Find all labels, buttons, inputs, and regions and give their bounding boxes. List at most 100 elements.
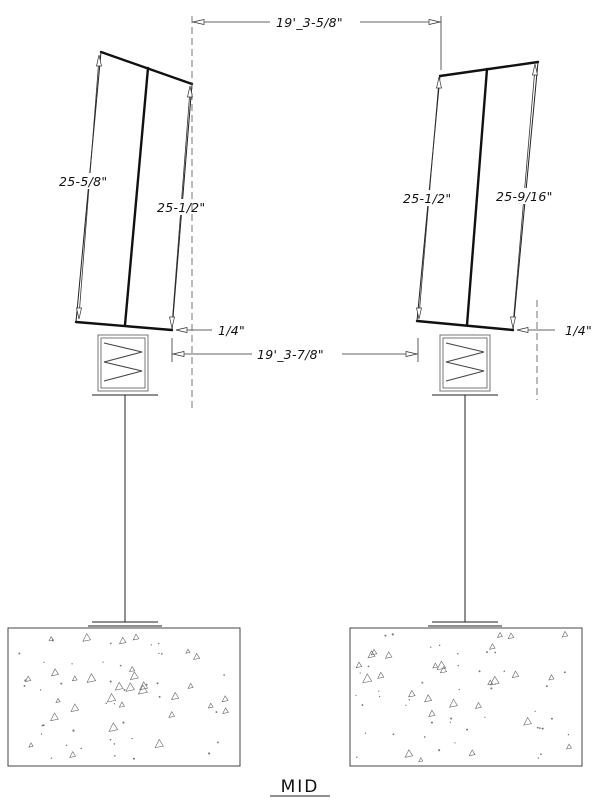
aggregate-triangle: [404, 749, 414, 758]
aggregate-triangle: [154, 738, 164, 749]
aggregate-dot: [457, 664, 460, 667]
left-footing: [7, 627, 241, 767]
right-inner-dimension-mask: [400, 190, 460, 206]
left-offset-label: 1/4": [218, 323, 245, 338]
left-footing-outline: [7, 627, 241, 767]
aggregate-dot: [449, 721, 451, 723]
aggregate-triangle: [207, 702, 214, 709]
right-footing: [349, 627, 583, 767]
aggregate-triangle: [474, 701, 482, 709]
aggregate-triangle: [384, 651, 393, 659]
aggregate-dot: [40, 733, 43, 735]
aggregate-dot: [384, 634, 387, 637]
right-panel-bottom-edge: [415, 319, 515, 332]
aggregate-dot: [71, 663, 73, 665]
aggregate-triangle: [566, 743, 572, 750]
aggregate-dot: [223, 674, 225, 676]
aggregate-dot: [355, 694, 357, 696]
aggregate-dot: [536, 726, 539, 729]
right-offset-label: 1/4": [565, 323, 592, 338]
aggregate-dot: [18, 652, 21, 655]
aggregate-dot: [43, 661, 45, 663]
aggregate-dot: [23, 685, 26, 687]
aggregate-dot: [132, 757, 135, 760]
left-outer-dimension-label: 25-5/8": [59, 174, 107, 189]
aggregate-triangle: [221, 695, 229, 703]
right-outer-dimension-label: 25-9/16": [496, 189, 553, 204]
right-offset-arrow: [516, 327, 529, 333]
left-offset-arrow: [175, 327, 188, 333]
aggregate-dot: [466, 728, 469, 731]
aggregate-dot: [405, 704, 407, 706]
aggregate-dot: [430, 721, 433, 724]
aggregate-triangle: [468, 749, 476, 757]
left-inner-dimension-arrow-top: [187, 85, 193, 98]
aggregate-triangle: [71, 675, 78, 682]
aggregate-dot: [378, 690, 380, 692]
aggregate-triangle: [377, 671, 385, 679]
left-outer-dimension-arrow-bottom: [76, 307, 82, 320]
bottom-span-mask: [252, 345, 342, 361]
left-panel-bottom-edge: [74, 320, 174, 332]
aggregate-triangle: [128, 665, 136, 673]
aggregate-dot: [39, 689, 42, 691]
aggregate-dot: [458, 688, 460, 691]
right-assembly: 25-1/2" 25-9/16" 1/4": [400, 60, 592, 627]
aggregate-triangle: [28, 742, 34, 748]
aggregate-triangle: [489, 643, 496, 650]
aggregate-dot: [392, 733, 395, 736]
aggregate-triangle: [487, 679, 494, 686]
aggregate-triangle: [86, 673, 97, 683]
aggregate-dot: [421, 681, 424, 684]
aggregate-dot: [494, 651, 497, 654]
aggregate-dot: [65, 744, 68, 747]
aggregate-dot: [109, 642, 112, 645]
aggregate-triangle: [548, 674, 555, 681]
aggregate-triangle: [70, 703, 80, 712]
aggregate-triangle: [106, 692, 117, 703]
aggregate-dot: [157, 642, 160, 645]
bottom-span-arrow-left: [172, 351, 185, 357]
top-span-label: 19'_3-5/8": [276, 15, 343, 30]
aggregate-dot: [367, 665, 370, 668]
aggregate-triangle: [428, 709, 436, 717]
bottom-span-label: 19'_3-7/8": [257, 347, 324, 362]
right-panel-top-edge: [438, 60, 540, 78]
aggregate-dot: [391, 633, 394, 636]
aggregate-triangle: [69, 750, 77, 758]
aggregate-dot: [123, 688, 126, 691]
right-footing-aggregate: [355, 630, 572, 763]
aggregate-dot: [160, 653, 163, 655]
aggregate-dot: [113, 703, 116, 705]
aggregate-dot: [145, 683, 148, 686]
aggregate-dot: [378, 695, 381, 698]
aggregate-triangle: [125, 682, 135, 692]
aggregate-dot: [42, 724, 45, 727]
aggregate-dot: [534, 710, 536, 713]
aggregate-triangle: [24, 675, 32, 682]
aggregate-dot: [109, 738, 112, 741]
aggregate-dot: [41, 725, 43, 727]
aggregate-triangle: [185, 648, 191, 654]
aggregate-triangle: [187, 682, 194, 689]
right-outer-dimension-arrow-bottom: [510, 316, 516, 329]
aggregate-triangle: [436, 660, 447, 671]
right-footing-outline: [349, 627, 583, 767]
right-inner-dimension-arrow-bottom: [416, 307, 422, 320]
aggregate-dot: [109, 680, 112, 683]
aggregate-triangle: [193, 652, 201, 660]
aggregate-dot: [359, 672, 361, 674]
aggregate-triangle: [448, 698, 458, 708]
aggregate-dot: [208, 752, 211, 755]
aggregate-dot: [457, 652, 459, 655]
aggregate-triangle: [432, 662, 439, 669]
aggregate-dot: [408, 699, 411, 701]
aggregate-triangle: [355, 661, 363, 669]
aggregate-triangle: [362, 673, 373, 684]
top-span-arrow-right: [428, 19, 441, 25]
aggregate-dot: [423, 736, 426, 738]
aggregate-triangle: [168, 711, 176, 718]
aggregate-triangle: [424, 694, 433, 703]
aggregate-triangle: [523, 716, 532, 726]
aggregate-triangle: [48, 636, 54, 642]
